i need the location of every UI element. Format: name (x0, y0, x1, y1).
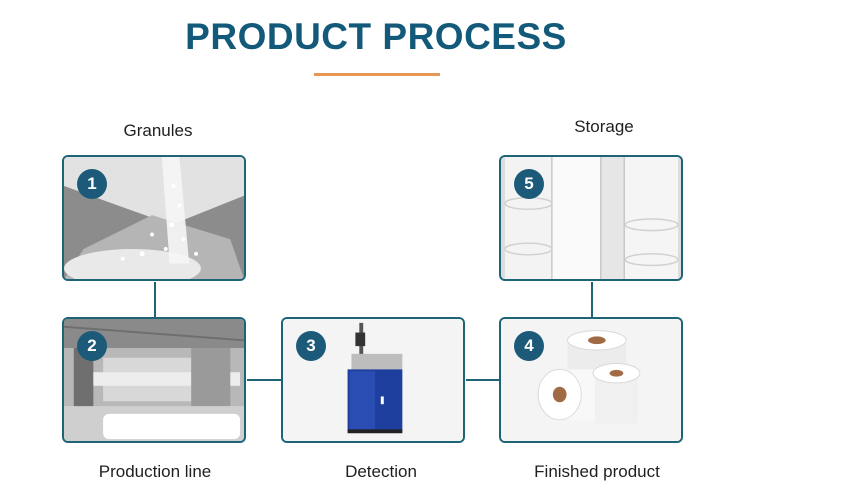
step-5-card: 5 (499, 155, 683, 281)
step-2-card: 2 (62, 317, 246, 443)
storage-rolls-photo (501, 157, 681, 279)
step-2-badge: 2 (77, 331, 107, 361)
granules-photo (64, 157, 244, 279)
step-5-badge: 5 (514, 169, 544, 199)
connector-1-2 (154, 282, 156, 318)
title-underline (314, 73, 440, 76)
step-5-label: Storage (574, 117, 634, 136)
connector-2-3 (247, 379, 281, 381)
step-3-label: Detection (345, 462, 417, 481)
step-1-badge: 1 (77, 169, 107, 199)
connector-3-4 (466, 379, 499, 381)
step-4-card: 4 (499, 317, 683, 443)
finished-rolls-photo (501, 319, 681, 441)
step-3-card: 3 (281, 317, 465, 443)
step-4-label: Finished product (534, 462, 660, 481)
step-2-label: Production line (98, 462, 212, 481)
page-title: PRODUCT PROCESS (185, 16, 567, 57)
step-1-label: Granules (123, 121, 193, 140)
step-3-badge: 3 (296, 331, 326, 361)
step-1-card: 1 (62, 155, 246, 281)
connector-5-4 (591, 282, 593, 318)
step-4-badge: 4 (514, 331, 544, 361)
